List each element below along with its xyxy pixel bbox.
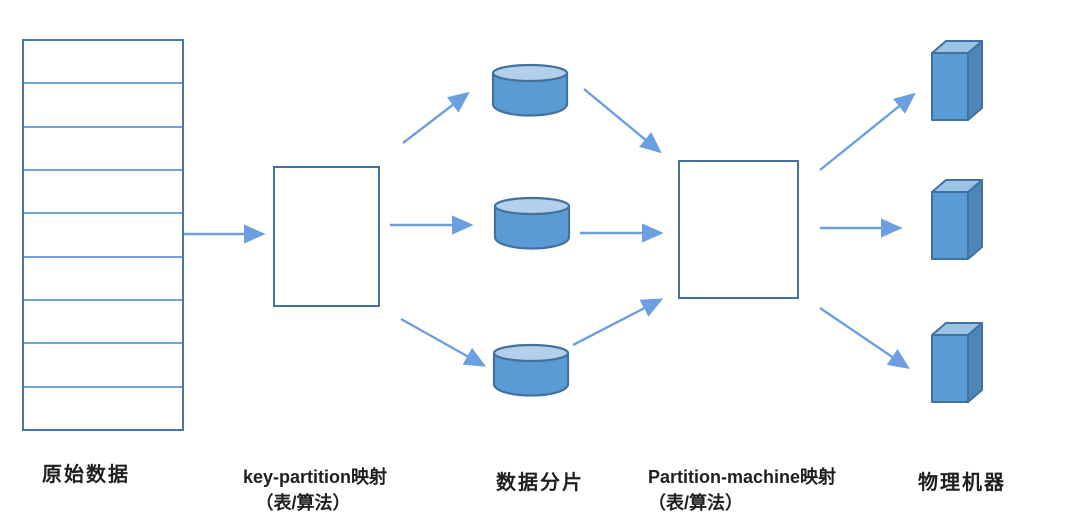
label-partition-machine-map: Partition-machine映射 （表/算法） (648, 464, 868, 516)
table-row (24, 385, 182, 429)
key-partition-map-box (273, 166, 380, 307)
cube-front-face (931, 334, 969, 403)
cylinder-top-face (493, 196, 571, 216)
table-row (24, 255, 182, 299)
cylinder-body (493, 206, 571, 250)
cube-front-face (931, 191, 969, 260)
table-row (24, 342, 182, 385)
physical-machine-cube-1 (931, 40, 983, 121)
cylinder-body (492, 353, 570, 397)
table-row (24, 168, 182, 212)
label-physical-machines: 物理机器 (918, 472, 1006, 494)
table-row (24, 298, 182, 342)
data-shard-cylinder-2 (493, 196, 571, 250)
arrow-machmap-to-machine-3 (819, 307, 910, 370)
cylinder-top-face (492, 343, 570, 363)
cylinder-body (491, 73, 569, 117)
table-row (24, 125, 182, 169)
cube-front-face (931, 52, 969, 121)
label-partition-machine-map-line1: Partition-machine映射 (648, 467, 837, 487)
data-shard-cylinder-1 (491, 63, 569, 117)
cylinder-top-face (491, 63, 569, 83)
physical-machine-cube-2 (931, 179, 983, 260)
label-key-partition-map-line1: key-partition映射 (242, 467, 388, 487)
arrow-shard-1-to-machmap (583, 88, 662, 154)
source-data-table (22, 39, 184, 431)
arrow-keymap-to-shard-1 (402, 91, 470, 144)
physical-machine-cube-3 (931, 322, 983, 403)
arrow-machmap-to-machine-1 (819, 92, 916, 171)
data-shard-cylinder-3 (492, 343, 570, 397)
table-row (24, 82, 182, 125)
label-key-partition-map-line2: （表/算法） (255, 493, 351, 513)
partition-machine-map-box (678, 160, 799, 299)
table-row (24, 212, 182, 255)
label-key-partition-map: key-partition映射 （表/算法） (225, 464, 405, 516)
cube-side-face (967, 179, 983, 260)
arrow-shard-3-to-machmap (572, 298, 664, 347)
arrow-keymap-to-shard-3 (400, 317, 487, 367)
cube-side-face (967, 40, 983, 121)
label-data-shards: 数据分片 (496, 472, 584, 494)
table-row (24, 41, 182, 82)
label-source-data: 原始数据 (42, 464, 130, 486)
cube-side-face (967, 322, 983, 403)
label-partition-machine-map-line2: （表/算法） (648, 493, 744, 513)
